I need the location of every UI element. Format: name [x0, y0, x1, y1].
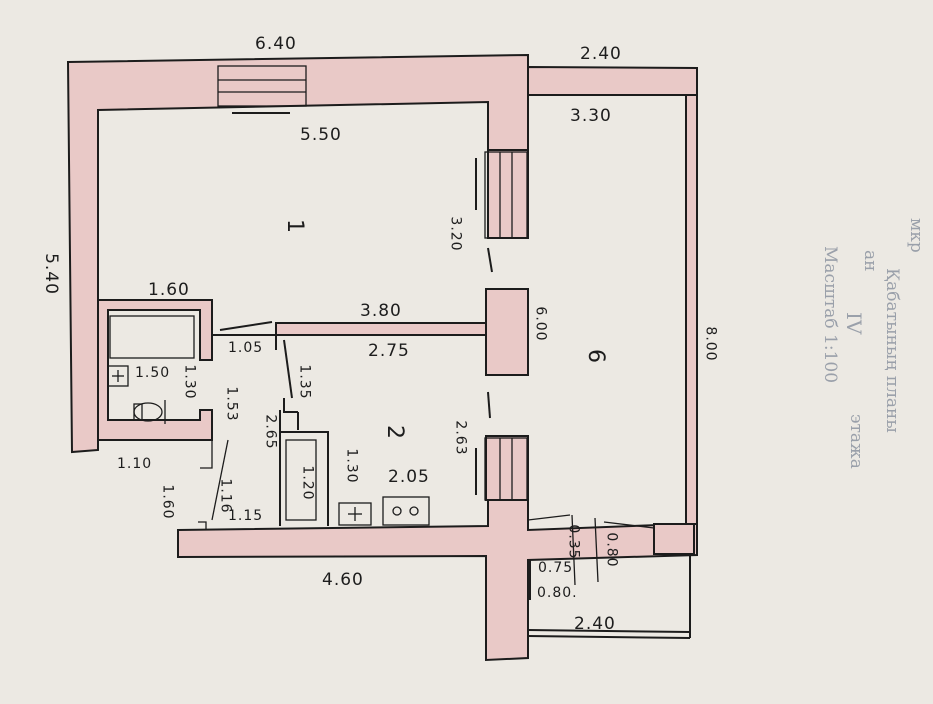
dim-wc-1-53: 1.53: [223, 386, 240, 422]
dim-bottom-4-60: 4.60: [322, 570, 364, 590]
window-upper-right: [475, 151, 528, 239]
wall-balcony-block: [653, 523, 695, 555]
wall-partition-rooms: [275, 322, 487, 336]
dim-balcony-0-80b: 0.80.: [537, 585, 578, 601]
dim-wall-6-00: 6.00: [532, 306, 549, 342]
dim-top-right: 2.40: [580, 44, 622, 64]
wall-right: [685, 94, 698, 526]
wall-partition-upper: [487, 149, 529, 239]
room-6-number: 6: [583, 349, 608, 364]
dim-bath-1-50: 1.50: [135, 365, 171, 381]
title-line-2: Қабатының планы: [882, 268, 902, 433]
dim-balcony-0-35: 0.35: [565, 524, 582, 560]
room-1-number: 1: [282, 219, 307, 234]
dim-room1-width: 5.50: [300, 125, 342, 145]
dim-room2-width: 3.80: [360, 301, 402, 321]
dim-closet-1-20: 1.20: [299, 465, 316, 501]
dim-balcony-0-75: 0.75: [538, 560, 574, 576]
dim-closet-2-65: 2.65: [262, 414, 279, 450]
dim-room2-2-63: 2.63: [452, 420, 469, 456]
wall-partition-lower: [485, 435, 529, 501]
wall-top-right: [527, 65, 698, 96]
dim-kitchen-2-05: 2.05: [388, 467, 430, 487]
wall-pier: [485, 288, 529, 376]
title-line-4: IV: [842, 312, 866, 335]
dim-hall-1-15: 1.15: [228, 508, 264, 524]
dim-right-height: 8.00: [702, 326, 719, 362]
dim-top-width: 6.40: [255, 34, 297, 54]
dim-bath-1-30: 1.30: [181, 364, 198, 400]
dim-kitchen-1-30: 1.30: [343, 448, 360, 484]
dim-hall-1-60: 1.60: [159, 484, 176, 520]
dim-balcony-0-80: 0.80: [603, 532, 620, 568]
dim-bottom-2-40: 2.40: [574, 614, 616, 634]
dim-room6-width: 3.30: [570, 106, 612, 126]
dim-corridor: 1.35: [296, 364, 313, 400]
title-line-1: мкр: [906, 218, 926, 253]
dim-hall-1-10: 1.10: [117, 456, 153, 472]
room-2-number: 2: [382, 425, 407, 440]
title-line-3: ан: [860, 250, 880, 272]
window-lower-right: [475, 437, 528, 501]
dim-door: 1.05: [228, 340, 264, 356]
dim-bath-width: 1.60: [148, 280, 190, 300]
window-top: [217, 65, 307, 114]
title-line-6: Масштаб 1:100: [820, 246, 840, 384]
dim-left-height: 5.40: [40, 253, 61, 295]
dim-room2-depth: 2.75: [368, 341, 410, 361]
dim-room1-depth: 3.20: [447, 216, 464, 252]
title-line-5: этажа: [846, 414, 866, 469]
